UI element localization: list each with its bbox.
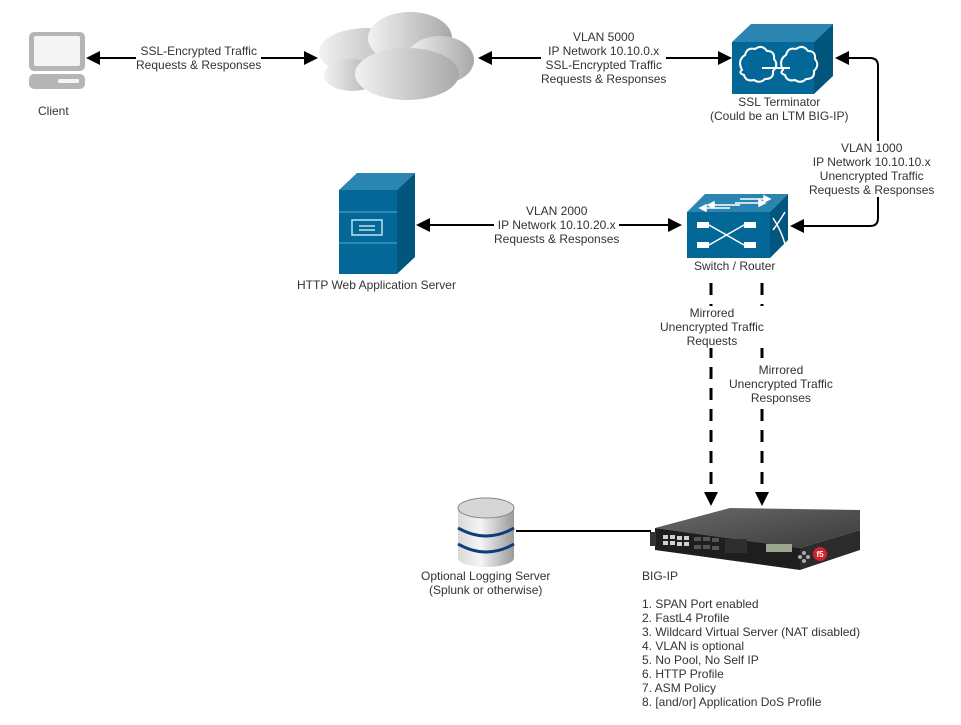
config-item: 5. No Pool, No Self IP [642,653,759,667]
f5-logo-icon [813,547,827,561]
bigip-appliance-icon[interactable]: f5 [650,508,860,570]
edge-label-line: VLAN 2000 [526,204,588,218]
arrowhead-right [718,51,732,65]
config-item: 2. FastL4 Profile [642,611,730,625]
edge-label-line: IP Network 10.10.0.x [548,44,660,58]
client-label: Client [38,104,69,118]
arrowhead-left [416,218,430,232]
switch-router-label: Switch / Router [694,259,776,273]
logging-server-label: Optional Logging Server (Splunk or other… [421,569,550,597]
edge-label-line: Requests & Responses [541,72,667,86]
edge-label-line: Unencrypted Traffic [819,169,924,183]
edge-label-line: Unencrypted Traffic [729,377,833,391]
edge-label-ssl-switch: VLAN 1000 IP Network 10.10.10.x Unencryp… [809,141,935,197]
config-item: 1. SPAN Port enabled [642,597,759,611]
edge-mirror-requests [704,283,718,506]
arrowhead-left [86,51,100,65]
router-cube-icon[interactable] [732,24,833,94]
config-item: 7. ASM Policy [642,681,717,695]
arrowhead-left [835,51,849,65]
arrowhead-left [478,51,492,65]
ssl-terminator-label: SSL Terminator (Could be an LTM BIG-IP) [710,95,849,123]
edge-label-line: VLAN 5000 [573,30,635,44]
edge-label-line: Unencrypted Traffic [660,320,764,334]
edge-label-line: Mirrored [758,363,804,377]
web-server-label: HTTP Web Application Server [297,278,456,292]
edge-mirror-responses [755,283,769,506]
label-line: (Splunk or otherwise) [429,583,543,597]
lcd-display [766,544,792,552]
label-line: SSL Terminator [738,95,821,109]
edge-label-line: Mirrored [689,306,735,320]
label-line: Optional Logging Server [421,569,551,583]
arrowhead-left [790,219,804,233]
edge-label-mirror-responses: Mirrored Unencrypted Traffic Responses [729,363,833,405]
edge-label-line: Requests & Responses [494,232,620,246]
arrowhead-right [668,218,682,232]
edge-label-line: Requests & Responses [809,183,935,197]
config-item: 6. HTTP Profile [642,667,724,681]
edge-label-line: IP Network 10.10.10.x [812,155,931,169]
edge-label-switch-server: VLAN 2000 IP Network 10.10.20.x Requests… [494,204,620,246]
svg-text:f5: f5 [816,550,824,559]
arrowhead-down [704,492,718,506]
arrowhead-down [755,492,769,506]
edge-label-line: SSL-Encrypted Traffic [545,58,662,72]
edge-label-client-cloud: SSL-Encrypted Traffic Requests & Respons… [136,44,262,72]
arrowhead-right [304,51,318,65]
edge-label-line: VLAN 1000 [841,141,903,155]
edge-label-cloud-ssl: VLAN 5000 IP Network 10.10.0.x SSL-Encry… [541,30,667,86]
server-tower-icon[interactable] [339,173,415,274]
edge-label-line: Requests [686,334,738,348]
config-item: 4. VLAN is optional [642,639,745,653]
cloud-icon[interactable] [319,12,474,100]
edge-label-line: Responses [750,391,811,405]
config-item: 3. Wildcard Virtual Server (NAT disabled… [642,625,861,639]
bigip-label: BIG-IP [642,569,679,583]
switch-cube-icon[interactable] [687,194,788,258]
config-item: 8. [and/or] Application DoS Profile [642,695,822,709]
edge-label-line: IP Network 10.10.20.x [497,218,616,232]
edge-label-line: SSL-Encrypted Traffic [140,44,257,58]
computer-icon[interactable] [29,32,85,89]
bigip-config-list: 1. SPAN Port enabled 2. FastL4 Profile 3… [642,597,860,709]
edge-label-mirror-requests: Mirrored Unencrypted Traffic Requests [660,306,764,348]
database-icon[interactable] [457,497,515,567]
edge-label-line: Requests & Responses [136,58,262,72]
label-line: (Could be an LTM BIG-IP) [710,109,849,123]
